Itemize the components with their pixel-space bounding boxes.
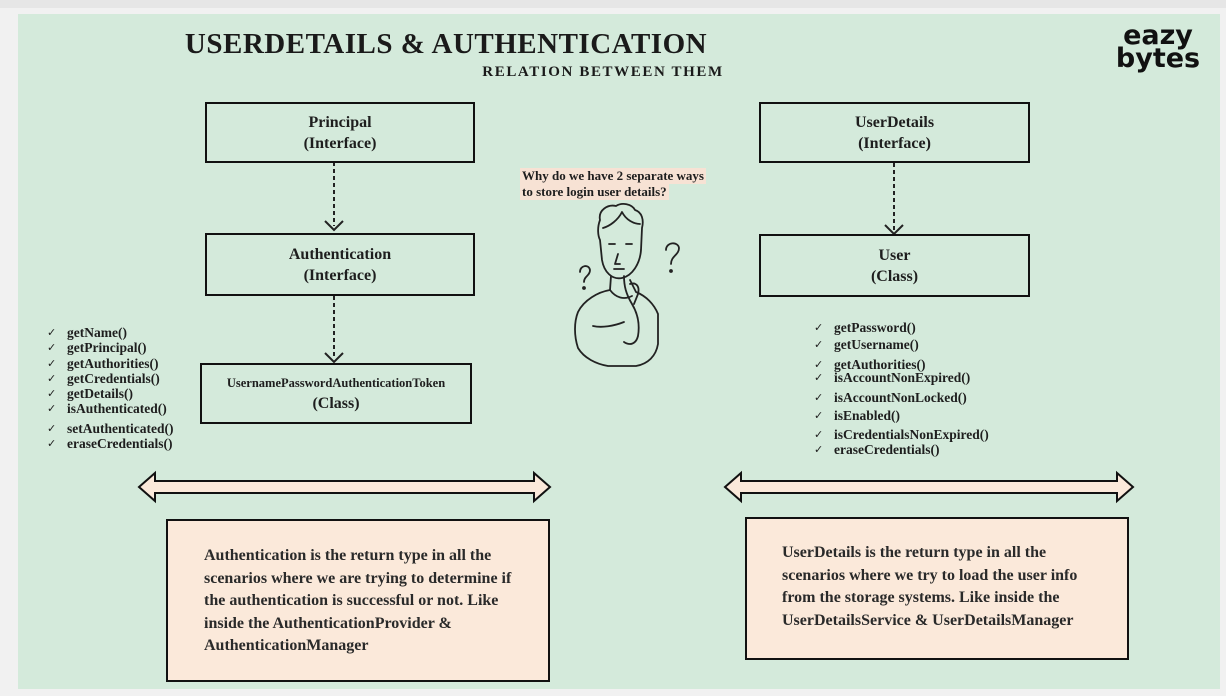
- method-item: ✓eraseCredentials(): [47, 436, 173, 452]
- connectors: [137, 162, 1135, 504]
- authentication-explanation-text: Authentication is the return type in all…: [204, 547, 512, 654]
- token-class-box: UsernamePasswordAuthenticationToken (Cla…: [200, 363, 472, 424]
- slide-title: USERDETAILS & AUTHENTICATION: [184, 28, 708, 60]
- check-icon: ✓: [47, 421, 57, 435]
- logo-line-1: eazy: [1123, 20, 1193, 51]
- arrowhead-1: [324, 220, 344, 232]
- question-callout: Why do we have 2 separate ways to store …: [520, 168, 706, 200]
- check-icon: ✓: [47, 437, 57, 451]
- userdetails-kind: (Interface): [858, 134, 931, 152]
- userdetails-explanation-box: UserDetails is the return type in all th…: [745, 517, 1129, 660]
- method-item: ✓isAuthenticated(): [47, 401, 167, 417]
- check-icon: ✓: [47, 356, 57, 370]
- check-icon: ✓: [814, 370, 824, 384]
- userdetails-explanation-text: UserDetails is the return type in all th…: [782, 544, 1078, 629]
- user-kind: (Class): [870, 267, 919, 285]
- check-icon: ✓: [814, 338, 824, 352]
- authentication-method-list: ✓getName() ✓getPrincipal() ✓getAuthoriti…: [47, 325, 173, 451]
- question-line-2: to store login user details?: [520, 184, 669, 200]
- method-item: ✓isAccountNonExpired(): [814, 369, 971, 385]
- thinking-person-icon: [574, 203, 680, 367]
- method-item: ✓isAccountNonLocked(): [814, 390, 967, 406]
- method-item: ✓setAuthenticated(): [47, 420, 174, 436]
- check-icon: ✓: [814, 427, 824, 441]
- check-icon: ✓: [814, 409, 824, 423]
- method-item: ✓getUsername(): [814, 337, 919, 353]
- slide: USERDETAILS & AUTHENTICATION RELATION BE…: [18, 14, 1220, 689]
- principal-name: Principal: [308, 113, 372, 131]
- token-kind: (Class): [312, 395, 360, 412]
- method-item: ✓getPassword(): [814, 320, 916, 335]
- slide-subtitle: RELATION BETWEEN THEM: [482, 64, 724, 80]
- method-item: ✓eraseCredentials(): [814, 442, 940, 458]
- eazybytes-logo: eazy bytes: [1108, 20, 1208, 74]
- right-double-arrow: [723, 470, 1135, 504]
- token-name: UsernamePasswordAuthenticationToken: [226, 376, 446, 390]
- authentication-interface-box: Authentication (Interface): [205, 233, 475, 296]
- check-icon: ✓: [47, 341, 57, 355]
- check-icon: ✓: [814, 357, 824, 371]
- check-icon: ✓: [47, 402, 57, 416]
- check-icon: ✓: [814, 391, 824, 405]
- method-item: ✓getDetails(): [47, 386, 133, 402]
- principal-interface-box: Principal (Interface): [205, 102, 475, 163]
- authentication-explanation-box: Authentication is the return type in all…: [166, 519, 550, 682]
- method-item: ✓isCredentialsNonExpired(): [814, 426, 989, 442]
- method-item: ✓isEnabled(): [814, 408, 901, 424]
- principal-kind: (Interface): [303, 134, 377, 152]
- question-line-1: Why do we have 2 separate ways: [520, 168, 706, 184]
- userdetails-interface-box: UserDetails (Interface): [759, 102, 1030, 163]
- method-item: ✓getName(): [47, 325, 127, 340]
- check-icon: ✓: [814, 321, 824, 334]
- authentication-kind: (Interface): [303, 266, 377, 284]
- user-class-box: User (Class): [759, 234, 1030, 297]
- userdetails-name: UserDetails: [854, 113, 935, 131]
- method-item: ✓getCredentials(): [47, 370, 160, 386]
- method-item: ✓getPrincipal(): [47, 340, 147, 356]
- user-name: User: [878, 246, 911, 264]
- method-item: ✓getAuthorities(): [814, 356, 926, 372]
- arrowhead-2: [324, 352, 344, 364]
- method-item: ✓getAuthorities(): [47, 355, 159, 371]
- check-icon: ✓: [47, 387, 57, 401]
- check-icon: ✓: [47, 326, 57, 339]
- logo-line-2: bytes: [1115, 43, 1201, 74]
- check-icon: ✓: [814, 443, 824, 457]
- left-double-arrow: [137, 470, 552, 504]
- check-icon: ✓: [47, 371, 57, 385]
- top-band: [0, 0, 1226, 8]
- authentication-name: Authentication: [288, 245, 392, 263]
- userdetails-method-list: ✓getPassword() ✓getUsername() ✓getAuthor…: [814, 320, 989, 457]
